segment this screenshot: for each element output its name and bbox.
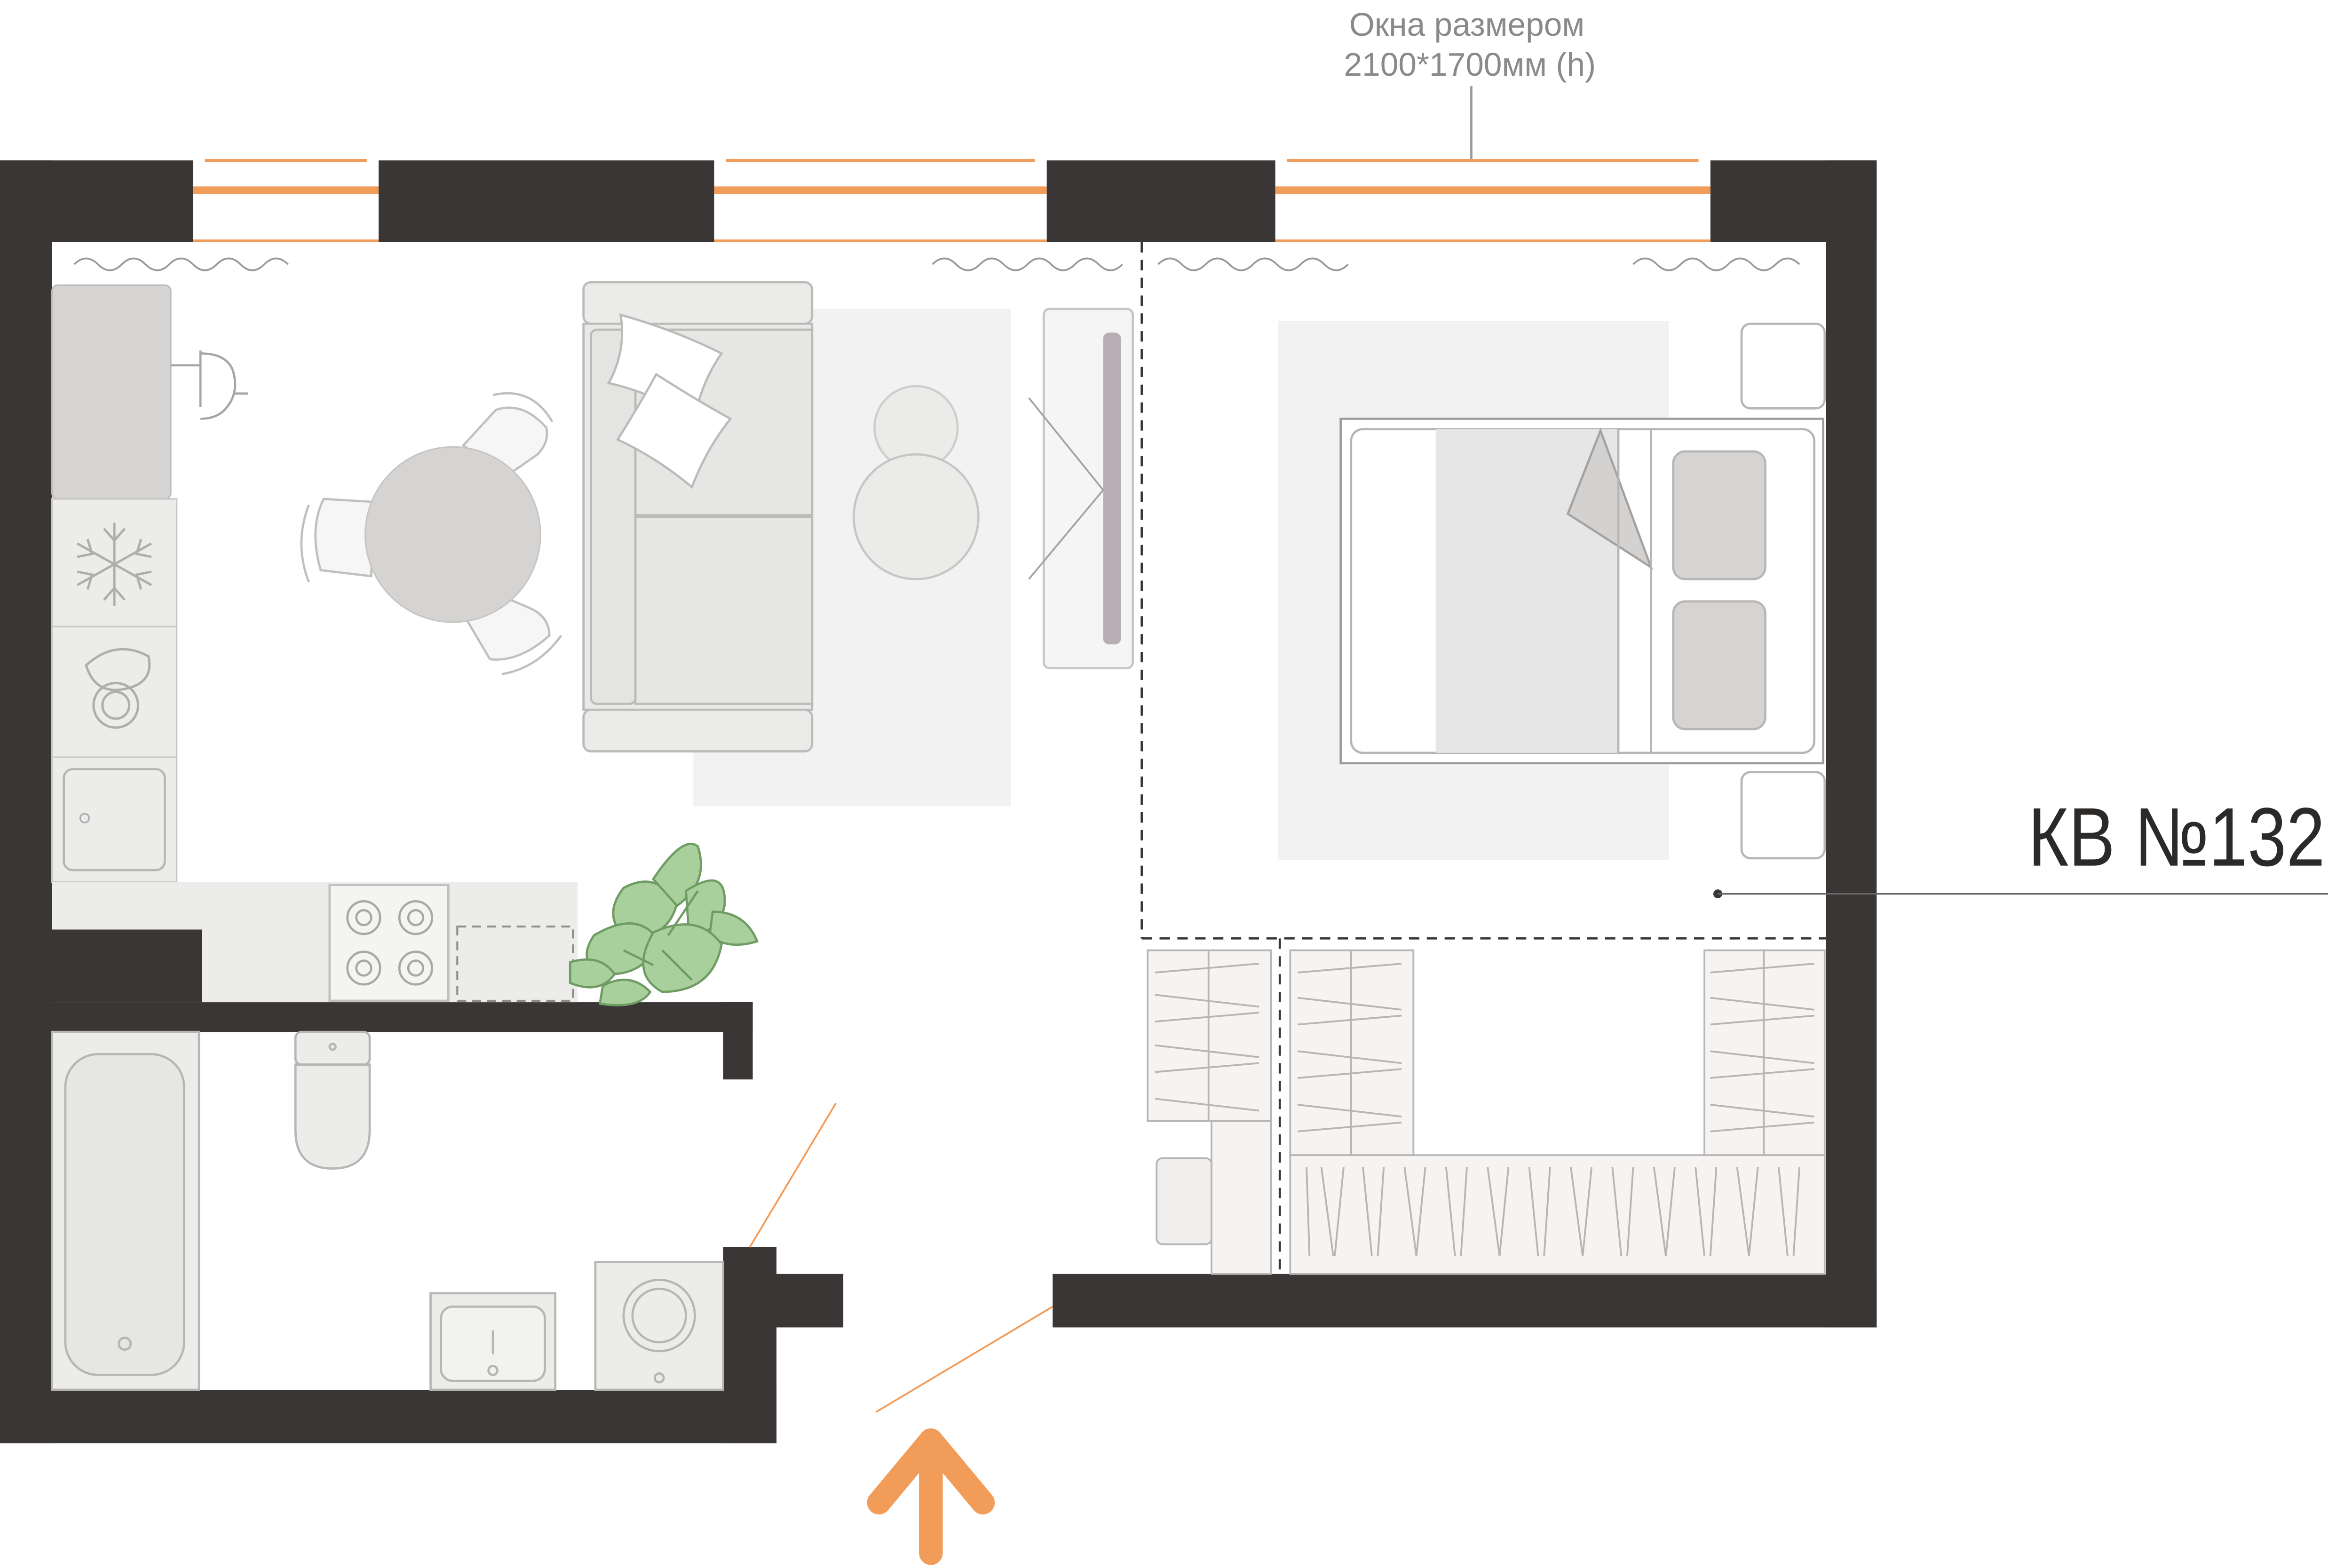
wall-bath-top <box>52 1002 753 1032</box>
curtains <box>73 257 1800 271</box>
wall-bottom-right <box>1053 1274 1877 1328</box>
wall-top-mid2 <box>1046 160 1275 242</box>
bathroom <box>51 1030 724 1391</box>
bed-pillow-1 <box>1672 450 1766 580</box>
window-1 <box>193 158 379 242</box>
tv-unit <box>1028 308 1134 670</box>
toilet-icon <box>294 1030 371 1170</box>
wall-bath-top-stub <box>723 1002 753 1080</box>
entry-arrow-icon <box>867 1428 995 1565</box>
wall-right <box>1826 160 1877 1328</box>
nightstand-bottom <box>1740 771 1826 860</box>
kitchen-counter-top <box>51 284 172 500</box>
blanket-fold <box>1566 428 1654 570</box>
sink-icon <box>429 1292 557 1391</box>
wall-entry-stub <box>723 1274 844 1328</box>
coffee-table <box>852 453 980 580</box>
oven-door <box>63 768 166 871</box>
snowflake-icon <box>76 523 152 606</box>
oven-cabinet <box>51 756 178 883</box>
bathroom-door-swing <box>749 1102 837 1248</box>
washing-machine <box>594 1261 724 1391</box>
entry-door-swing <box>875 1306 1053 1413</box>
washer-icon <box>85 648 151 729</box>
stove-icon <box>328 884 450 1002</box>
bed <box>1339 418 1825 765</box>
window-2 <box>714 158 1047 242</box>
bedroom-zone <box>1140 242 1826 1274</box>
wardrobe-5 <box>1289 1154 1826 1275</box>
bed-pillow-2 <box>1672 600 1766 730</box>
side-table <box>1156 1157 1212 1245</box>
nightstand-top <box>1740 322 1826 410</box>
sofa <box>582 281 814 752</box>
dining-table <box>364 446 541 623</box>
window-note-line2: 2100*1700мм (h) <box>1344 46 1596 83</box>
walls <box>0 160 1877 1443</box>
wall-left <box>0 160 52 1443</box>
wall-kitchen-niche <box>52 929 202 1003</box>
window-3 <box>1275 158 1710 242</box>
kitchen-faucet <box>171 350 248 420</box>
window-note-line1: Окна размером <box>1349 6 1584 43</box>
wardrobes <box>1147 949 1826 1275</box>
pillow-2 <box>616 372 732 489</box>
counter-left-strip <box>52 882 202 930</box>
tv-screen <box>1103 333 1121 645</box>
plant-icon <box>569 843 759 1006</box>
dining-set <box>300 392 562 675</box>
wall-top-mid1 <box>379 160 714 242</box>
apartment-number: КВ №132 <box>2028 791 2325 884</box>
chair-left <box>300 498 375 583</box>
wall-bottom-bath <box>0 1390 777 1443</box>
kitchen <box>51 284 578 1003</box>
wardrobe-2 <box>1211 1120 1272 1275</box>
